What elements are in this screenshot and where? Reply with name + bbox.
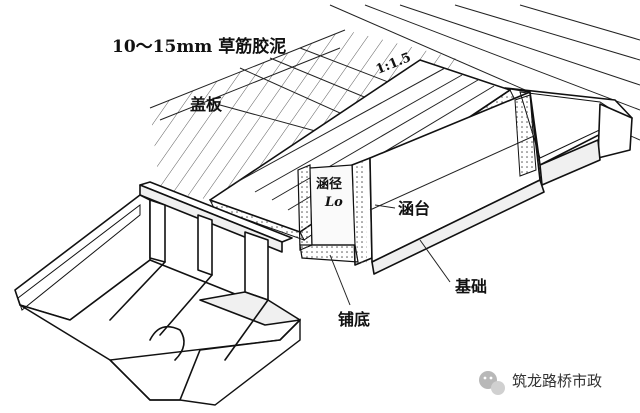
leader-lines <box>219 4 640 141</box>
wechat-icon <box>479 371 505 395</box>
culvert-abutment <box>297 157 373 266</box>
label-cover-plate: 盖板 <box>190 95 223 114</box>
embankment-slope-left <box>149 29 470 200</box>
watermark: 筑龙路桥市政 <box>479 371 602 395</box>
wing-wall-right <box>504 87 633 186</box>
watermark-text: 筑龙路桥市政 <box>512 372 602 390</box>
label-paving: 铺底 <box>338 310 370 329</box>
wing-wall-left <box>14 181 301 406</box>
label-culvert-span: 涵径 <box>316 176 342 192</box>
label-grass-mortar: 10～15mm 草筋胶泥 <box>112 36 286 57</box>
label-abutment: 涵台 <box>398 199 430 218</box>
label-culvert-span-symbol: Lo <box>324 195 343 210</box>
label-foundation: 基础 <box>454 277 487 296</box>
foundation-body <box>369 91 545 275</box>
